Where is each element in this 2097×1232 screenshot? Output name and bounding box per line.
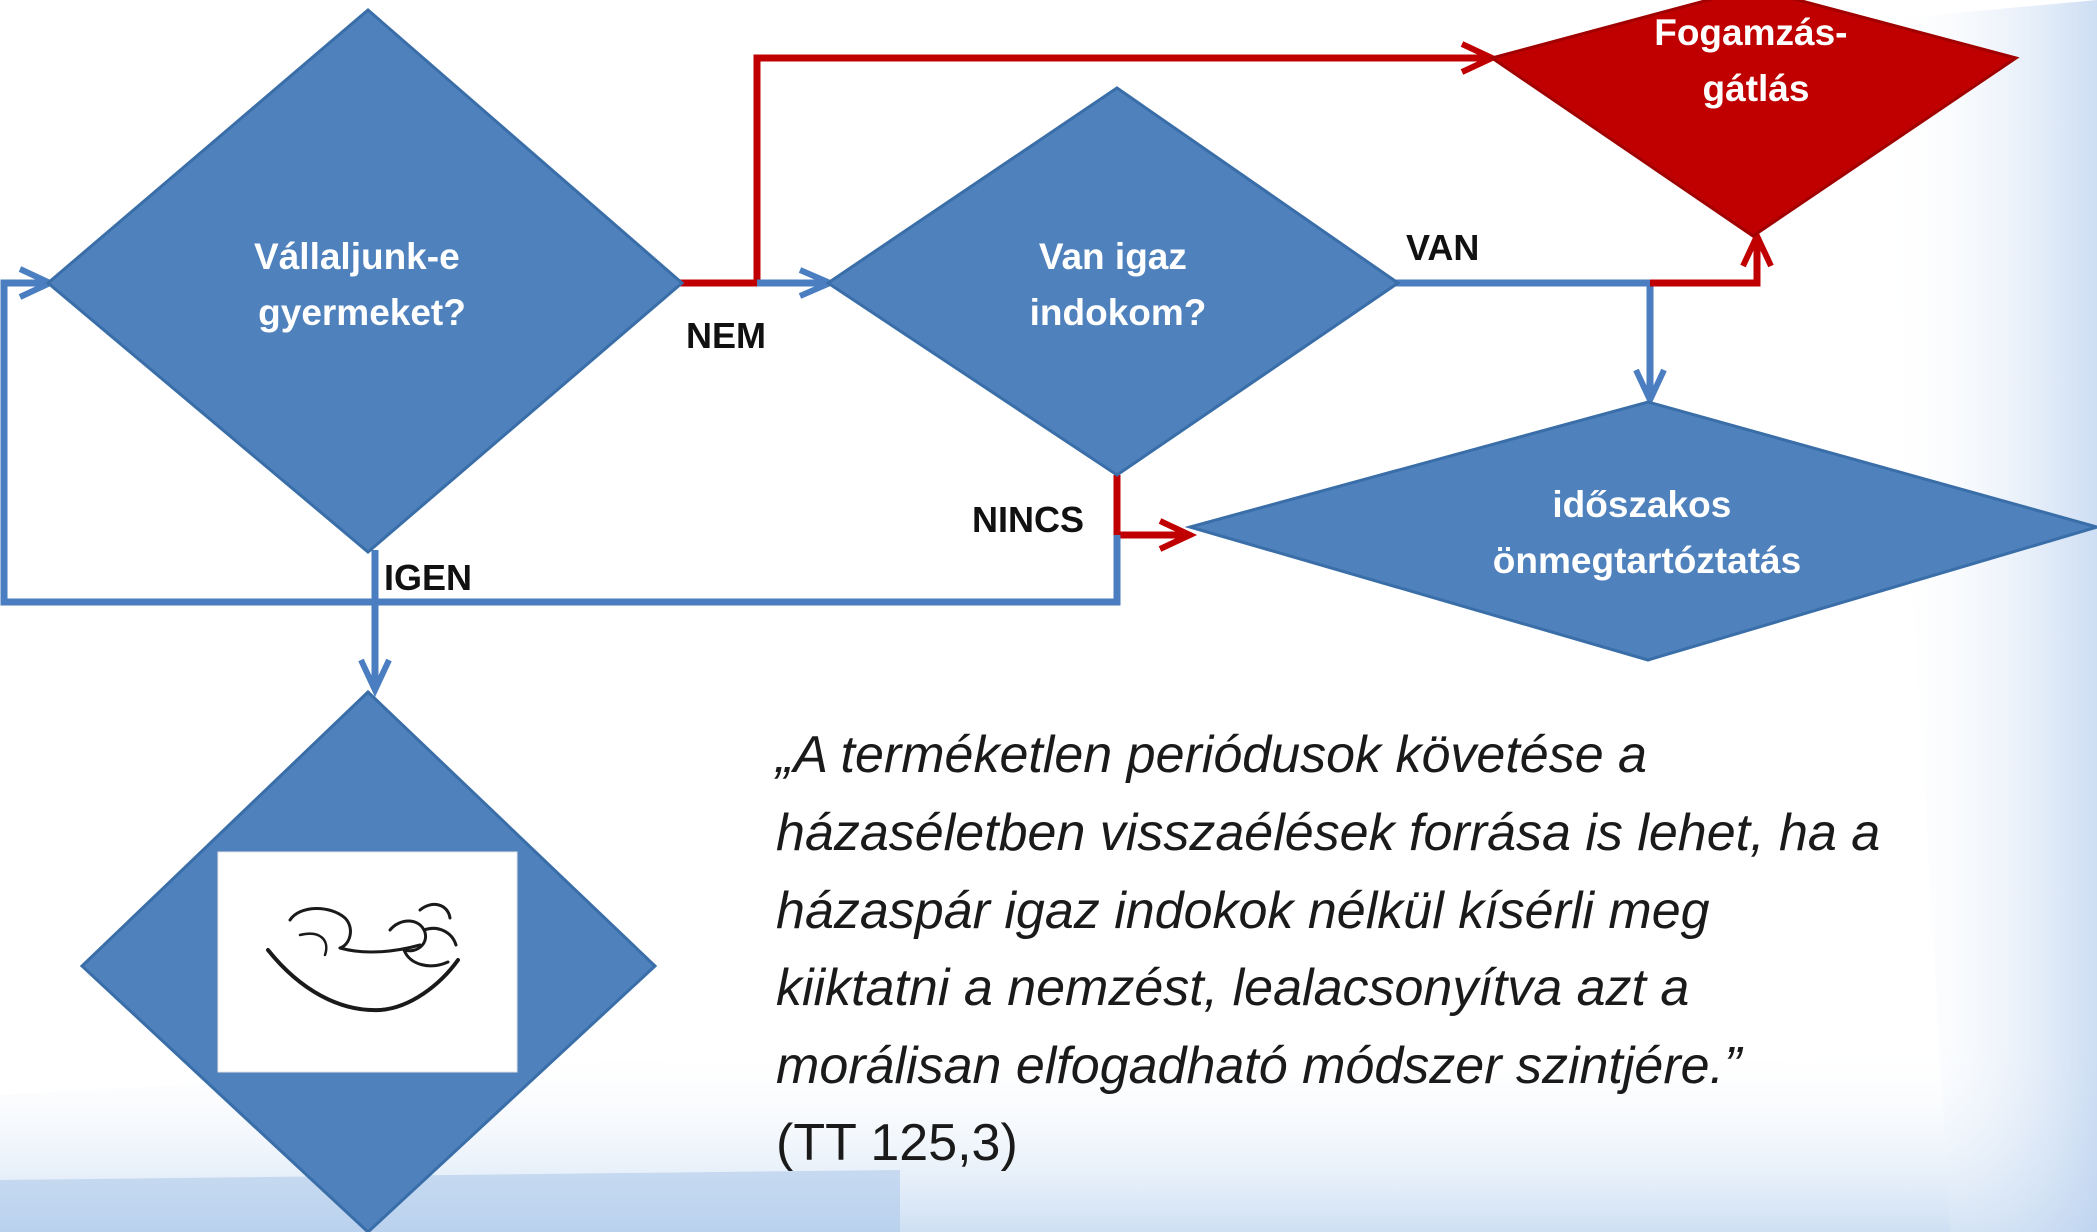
- quote-line-5: morálisan elfogadható módszer szintjére.…: [776, 1037, 1744, 1095]
- quote-line-3: házaspár igaz indokok nélkül kísérli meg: [776, 882, 1710, 940]
- decision-children-label-line2: gyermeket?: [258, 292, 466, 333]
- connector-van-to-contraception: [1650, 238, 1761, 287]
- svg-text:Fogamzás- gátlás: Fogamzás- gátlás: [1654, 12, 1858, 109]
- arrowhead-igen: [358, 658, 392, 698]
- connectors: [0, 41, 1774, 698]
- decision-children-label-line1: Vállaljunk-e: [254, 236, 460, 277]
- arrowhead-nincs: [1158, 518, 1198, 552]
- edge-label-nincs: NINCS: [972, 499, 1084, 540]
- decision-reason-diamond: [825, 86, 1401, 477]
- svg-text:Vállaljunk-e gyermeket?: Vállaljunk-e gyermeket?: [254, 236, 470, 333]
- quote-reference: (TT 125,3): [776, 1114, 1018, 1172]
- abstinence-label-line2: önmegtartóztatás: [1493, 540, 1801, 581]
- svg-text:Van igaz indokom?: Van igaz indokom?: [1030, 236, 1207, 333]
- quote-line-2: házaséletben visszaélések forrása is leh…: [776, 804, 1880, 862]
- arrowhead-contraception-bottom: [1740, 228, 1774, 268]
- abstinence-label-line1: időszakos: [1552, 484, 1731, 525]
- decision-reason-label-line1: Van igaz: [1039, 236, 1187, 277]
- connector-nincs-loop: [0, 279, 1121, 606]
- abstinence-diamond: [1184, 400, 2097, 662]
- svg-text:időszakos önmegtartóztatás: időszakos önmegtartóztatás: [1493, 484, 1801, 581]
- connector-nem-to-contraception: [680, 54, 1488, 287]
- contraception-diamond: [1488, 0, 2020, 238]
- quote-line-4: kiiktatni a nemzést, lealacsonyítva azt …: [776, 959, 1689, 1017]
- hand-holding-baby-icon: [217, 851, 518, 1073]
- arrowhead-abstinence: [1633, 368, 1667, 408]
- quote-block: „A terméketlen periódusok követése a ház…: [774, 726, 1880, 1172]
- contraception-label-line1: Fogamzás-: [1654, 12, 1847, 53]
- contraception-label-line2: gátlás: [1703, 68, 1810, 109]
- edge-label-nem: NEM: [686, 315, 766, 356]
- edge-label-igen: IGEN: [384, 557, 472, 598]
- decision-children-diamond: [45, 8, 685, 554]
- quote-line-1: „A terméketlen periódusok követése a: [774, 726, 1647, 784]
- edge-label-van: VAN: [1406, 227, 1479, 268]
- decision-reason-label-line2: indokom?: [1030, 292, 1207, 333]
